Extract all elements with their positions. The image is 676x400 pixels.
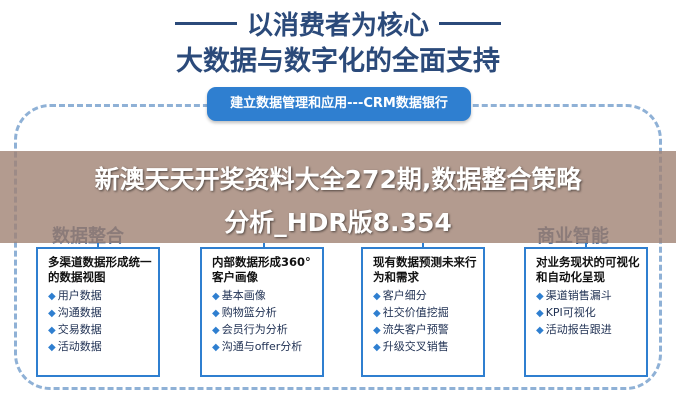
card-item: ◆交易数据 xyxy=(48,323,102,336)
diamond-bullet-icon: ◆ xyxy=(212,342,220,353)
diamond-bullet-icon: ◆ xyxy=(373,325,381,336)
card-prediction: 现有数据预测未来行为和需求 ◆客户细分 ◆社交价值挖掘 ◆流失客户预警 ◆升级交… xyxy=(361,247,485,377)
banner-line-2: 分析_HDR版8.354 xyxy=(224,208,452,237)
banner-line-1: 新澳天天开奖资料大全272期,数据整合策略 xyxy=(94,165,582,194)
diamond-bullet-icon: ◆ xyxy=(536,325,544,336)
card-item: ◆购物篮分析 xyxy=(212,306,277,319)
card-customer-profile: 内部数据形成360°客户画像 ◆基本画像 ◆购物篮分析 ◆会员行为分析 ◆沟通与… xyxy=(200,247,324,377)
diamond-bullet-icon: ◆ xyxy=(48,291,56,302)
main-title-text: 以消费者为核心 xyxy=(246,10,429,41)
subtitle: 大数据与数字化的全面支持 xyxy=(176,46,500,77)
card-item: ◆流失客户预警 xyxy=(373,323,449,336)
diamond-bullet-icon: ◆ xyxy=(48,342,56,353)
title-right-rule xyxy=(439,21,501,25)
diamond-bullet-icon: ◆ xyxy=(48,308,56,319)
diamond-bullet-icon: ◆ xyxy=(212,291,220,302)
overlay-banner xyxy=(0,151,676,243)
card-item: ◆渠道销售漏斗 xyxy=(536,289,612,302)
diamond-bullet-icon: ◆ xyxy=(373,308,381,319)
card-item: ◆社交价值挖掘 xyxy=(373,306,449,319)
diamond-bullet-icon: ◆ xyxy=(48,325,56,336)
diamond-bullet-icon: ◆ xyxy=(373,342,381,353)
title-left-rule xyxy=(174,21,237,25)
diamond-bullet-icon: ◆ xyxy=(536,308,544,319)
card-item: ◆会员行为分析 xyxy=(212,323,288,336)
card-title: 对业务现状的可视化和自动化呈现 xyxy=(536,255,640,284)
card-item: ◆基本画像 xyxy=(212,289,266,302)
card-item: ◆活动报告跟进 xyxy=(536,323,612,336)
card-item: ◆沟通与offer分析 xyxy=(212,340,303,353)
card-item: ◆KPI可视化 xyxy=(536,306,596,319)
card-item: ◆活动数据 xyxy=(48,340,102,353)
card-item: ◆客户细分 xyxy=(373,289,427,302)
crm-banner-pill: 建立数据管理和应用---CRM数据银行 xyxy=(207,87,471,121)
card-item: ◆升级交叉销售 xyxy=(373,340,449,353)
main-title: 以消费者为核心 xyxy=(0,6,676,41)
diamond-bullet-icon: ◆ xyxy=(212,325,220,336)
diamond-bullet-icon: ◆ xyxy=(536,291,544,302)
card-business-intelligence: 对业务现状的可视化和自动化呈现 ◆渠道销售漏斗 ◆KPI可视化 ◆活动报告跟进 xyxy=(524,247,648,377)
card-data-integration: 多渠道数据形成统一的数据视图 ◆用户数据 ◆沟通数据 ◆交易数据 ◆活动数据 xyxy=(36,247,160,377)
card-title: 多渠道数据形成统一的数据视图 xyxy=(48,255,152,284)
card-item: ◆沟通数据 xyxy=(48,306,102,319)
diamond-bullet-icon: ◆ xyxy=(373,291,381,302)
diamond-bullet-icon: ◆ xyxy=(212,308,220,319)
card-item: ◆用户数据 xyxy=(48,289,102,302)
card-title: 现有数据预测未来行为和需求 xyxy=(373,255,477,284)
card-title: 内部数据形成360°客户画像 xyxy=(212,255,311,284)
